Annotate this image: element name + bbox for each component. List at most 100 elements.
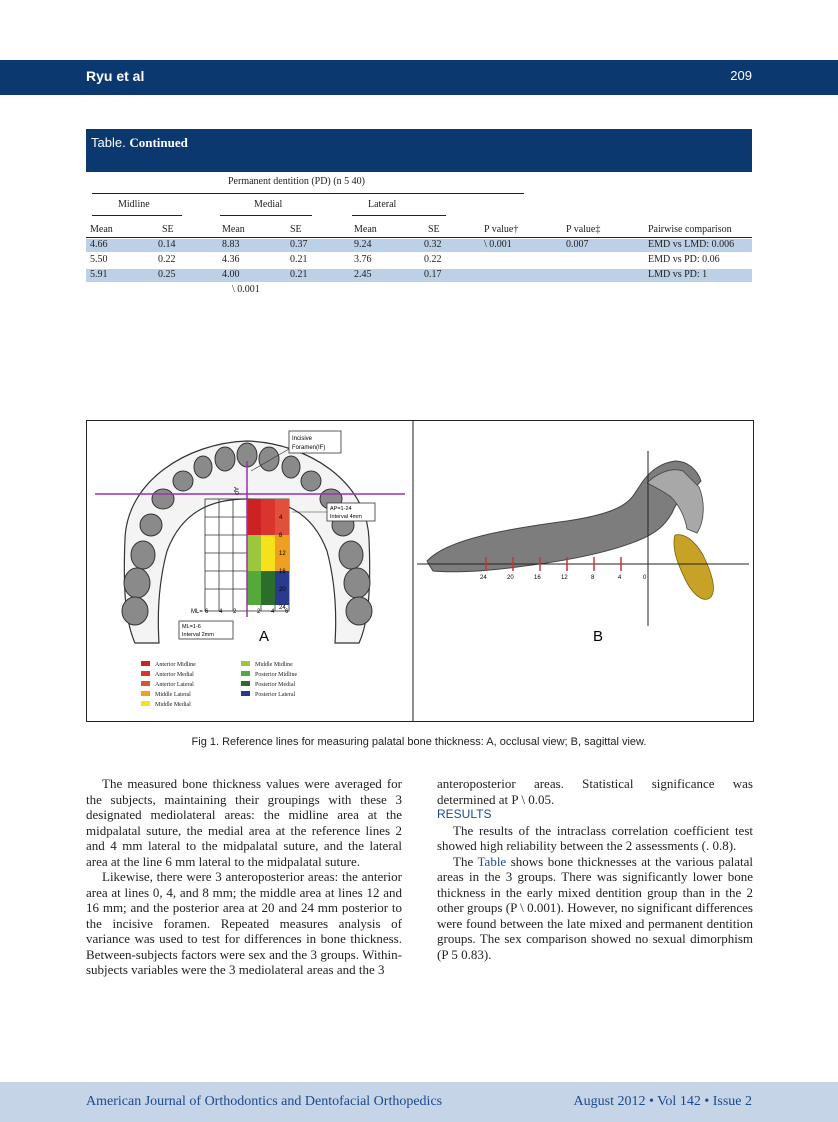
legend-swatch [241, 671, 250, 676]
panel-b-sagittal-view: 24 20 16 12 8 4 0 B [417, 451, 749, 645]
ap-box-text: AP=1-24 [330, 506, 352, 512]
svg-text:12: 12 [279, 551, 286, 557]
legend: Anterior Midline Anterior Medial Anterio… [141, 661, 298, 708]
measurement-zones [247, 499, 289, 605]
ml-ticks: ML= 6 4 2 2 4 6 [191, 609, 289, 615]
table-header-cell: Mean [354, 224, 377, 235]
table-link[interactable]: Table [477, 853, 507, 869]
svg-text:16: 16 [534, 575, 541, 581]
legend-swatch [241, 681, 250, 686]
incisive-foramen-box [288, 430, 342, 454]
incisor-tooth [673, 534, 714, 600]
paragraph: Likewise, there were 3 anteroposterior a… [86, 869, 402, 977]
table-rule [86, 237, 752, 238]
body-column-right: anteroposterior areas. Statistical signi… [437, 776, 753, 962]
table-header-cell: Mean [90, 224, 113, 235]
legend-label: Posterior Medial [255, 682, 295, 688]
figure-caption: Fig 1. Reference lines for measuring pal… [191, 736, 647, 748]
ml-interval-box [178, 620, 234, 640]
body-column-left: The measured bone thickness values were … [86, 776, 402, 978]
table-footnote-value: \ 0.001 [232, 284, 260, 295]
ml-box-text-2: Interval 2mm [182, 632, 214, 638]
legend-swatch [141, 701, 150, 706]
figure-illustration: Incisive Foramen(IF) AP AP=1-24 Interval… [95, 421, 749, 721]
svg-text:24: 24 [480, 575, 487, 581]
svg-text:6: 6 [205, 609, 209, 615]
svg-text:ML=: ML= [191, 609, 203, 615]
svg-text:0: 0 [643, 575, 647, 581]
table-banner: Table. Continued [86, 129, 752, 172]
svg-text:2: 2 [257, 609, 261, 615]
svg-text:8: 8 [591, 575, 595, 581]
ap-box-text-2: Interval 4mm [330, 514, 362, 520]
table-rule [92, 193, 524, 194]
paragraph: The results of the intraclass correlatio… [437, 822, 753, 854]
svg-text:12: 12 [561, 575, 568, 581]
legend-swatch [241, 691, 250, 696]
incisive-label: Incisive [292, 436, 313, 442]
table-rule [92, 215, 182, 216]
paragraph: The measured bone thickness values were … [86, 776, 402, 869]
ap-label: AP [232, 487, 238, 495]
measurement-ticks [485, 557, 622, 571]
svg-text:2: 2 [233, 609, 237, 615]
legend-label: Anterior Midline [155, 662, 196, 668]
legend-swatch [141, 691, 150, 696]
panel-b-label: B [593, 628, 603, 645]
svg-text:24: 24 [279, 605, 286, 611]
issue-info: August 2012 • Vol 142 • Issue 2 [573, 1094, 752, 1109]
table-group-midline: Midline [118, 199, 150, 210]
sagittal-ticks: 24 20 16 12 8 4 0 [480, 575, 647, 581]
svg-text:4: 4 [271, 609, 275, 615]
table-rule [220, 215, 312, 216]
alveolar-bone [646, 469, 704, 534]
legend-label: Anterior Lateral [155, 682, 194, 688]
legend-swatch [141, 681, 150, 686]
legend-label: Middle Midline [255, 662, 293, 668]
svg-text:16: 16 [279, 569, 286, 575]
ml-box-text: ML=1-6 [182, 624, 201, 630]
svg-text:20: 20 [279, 587, 286, 593]
legend-label: Posterior Lateral [255, 692, 295, 698]
table-row-shade [86, 239, 752, 252]
legend-label: Posterior Midline [255, 672, 298, 678]
table-header-cell: P value‡ [566, 224, 601, 235]
section-title-results: RESULTS [437, 807, 492, 821]
paragraph: anteroposterior areas. Statistical signi… [437, 776, 753, 807]
dental-arch-outline [123, 440, 371, 644]
table-header-cell: SE [428, 224, 440, 235]
svg-text:20: 20 [507, 575, 514, 581]
table-header-cell: SE [290, 224, 302, 235]
svg-text:4: 4 [618, 575, 622, 581]
svg-text:8: 8 [279, 533, 283, 539]
ap-ticks: 4 8 12 16 20 24 [279, 515, 286, 611]
table-group-medial: Medial [254, 199, 283, 210]
legend-swatch [141, 671, 150, 676]
table-header-cell: Mean [222, 224, 245, 235]
legend-label: Anterior Medial [155, 672, 194, 678]
table-row-shade [86, 269, 752, 282]
legend-swatch [241, 661, 250, 666]
legend-label: Middle Medial [155, 702, 191, 708]
svg-text:6: 6 [285, 609, 289, 615]
incisive-label-2: Foramen(IF) [292, 445, 325, 451]
paragraph: The Table shows bone thicknesses at the … [437, 853, 754, 962]
figure-1: Incisive Foramen(IF) AP AP=1-24 Interval… [86, 420, 754, 722]
table-header-cell: Pairwise comparison [648, 224, 732, 235]
journal-name: American Journal of Orthodontics and Den… [86, 1094, 443, 1109]
legend-swatch [141, 661, 150, 666]
page-number: 209 [730, 68, 752, 83]
table-rule [352, 215, 446, 216]
running-footer: American Journal of Orthodontics and Den… [0, 1082, 838, 1122]
panel-a-label: A [259, 628, 269, 645]
table-header-cell: SE [162, 224, 174, 235]
svg-text:4: 4 [279, 515, 283, 521]
running-header: Ryu et al 209 [0, 60, 838, 95]
running-header-authors: Ryu et al [86, 68, 145, 84]
table-header-cell: P value† [484, 224, 519, 235]
panel-a-occlusal-view: Incisive Foramen(IF) AP AP=1-24 Interval… [95, 430, 405, 708]
table-title: Table. Continued [91, 135, 188, 150]
table-group-title: Permanent dentition (PD) (n 5 40) [228, 176, 365, 187]
table-group-lateral: Lateral [368, 199, 397, 210]
legend-label: Middle Lateral [155, 692, 191, 698]
